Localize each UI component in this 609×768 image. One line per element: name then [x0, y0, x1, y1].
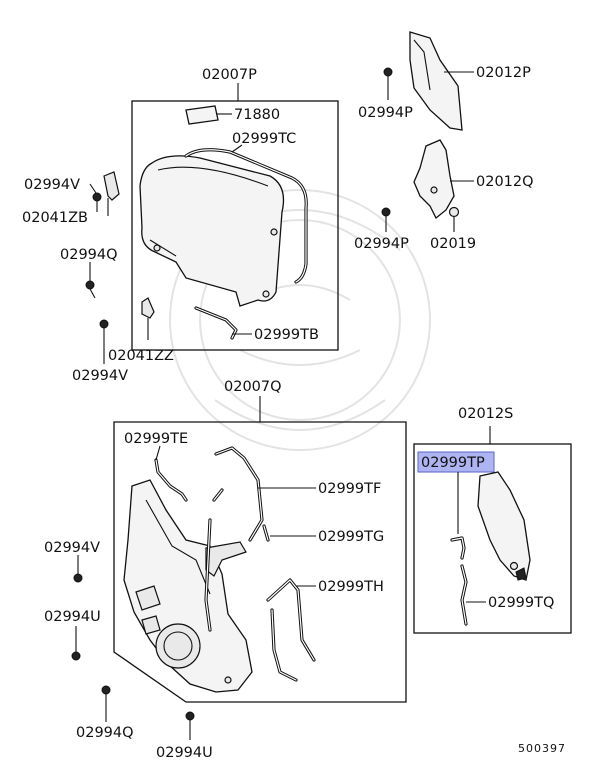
plate-clip	[515, 567, 527, 581]
label-02041ZZ[interactable]: 02041ZZ	[108, 348, 174, 364]
label-02994U-b[interactable]: 02994U	[156, 745, 213, 761]
label-02007Q[interactable]: 02007Q	[224, 379, 282, 395]
part-02012P-bracket[interactable]	[409, 31, 463, 131]
part-02994V-bolt-left[interactable]	[73, 566, 83, 583]
leader-02999TC	[231, 144, 243, 153]
label-02999TG[interactable]: 02999TG	[318, 529, 384, 545]
label-02999TF[interactable]: 02999TF	[318, 481, 381, 497]
part-02994V-bolt-lower[interactable]	[99, 319, 109, 338]
label-02019[interactable]: 02019	[430, 236, 476, 252]
label-02012S[interactable]: 02012S	[458, 406, 513, 422]
cover-bolt-hole-3	[262, 290, 270, 298]
label-02999TP[interactable]: 02999TP	[421, 455, 485, 471]
seal-inner-TQ	[461, 565, 467, 625]
label-02994P-b[interactable]: 02994P	[354, 236, 409, 252]
cover-crank-inner	[163, 631, 193, 661]
part-02012S-plate[interactable]	[477, 471, 531, 581]
plate-hole	[509, 561, 519, 571]
part-02999TB-seal[interactable]	[194, 306, 238, 340]
label-02999TC[interactable]: 02999TC	[232, 131, 296, 147]
part-02019-washer[interactable]	[448, 206, 460, 218]
part-02994Q-bolt-lower[interactable]	[101, 685, 111, 708]
highlight-02999TP	[417, 451, 495, 473]
label-02994Q-b[interactable]: 02994Q	[76, 725, 134, 741]
label-02994V-a[interactable]: 02994V	[24, 177, 80, 193]
part-lower-timing-cover[interactable]	[123, 479, 253, 693]
part-02994P-bolt-upper[interactable]	[383, 67, 393, 88]
cover-inner-rim	[149, 166, 269, 257]
seal-inner-TF	[205, 447, 263, 631]
label-02999TB[interactable]: 02999TB	[254, 327, 319, 343]
part-02994U-bolt-lower[interactable]	[185, 711, 195, 730]
seal-inner-TG	[263, 525, 269, 541]
bracket-Q-hole	[430, 186, 438, 194]
label-02999TH[interactable]: 02999TH	[318, 579, 384, 595]
cover-bolt-hole-4	[224, 676, 232, 684]
diagram-number: 500397	[518, 742, 566, 755]
part-02994V-bolt-upper[interactable]	[92, 192, 102, 212]
cover-crank-opening	[155, 623, 201, 669]
label-02041ZB[interactable]: 02041ZB	[22, 210, 88, 226]
label-02994U-a[interactable]: 02994U	[44, 609, 101, 625]
leader-02999TE	[155, 445, 161, 461]
part-02994Q-bolt-upper[interactable]	[85, 280, 96, 299]
seal-inner-TE	[155, 459, 187, 501]
seal-inner-TH	[267, 579, 315, 681]
seal-inner-TP	[451, 537, 465, 559]
part-02041ZZ-bracket[interactable]	[141, 297, 155, 319]
label-02007P[interactable]: 02007P	[202, 67, 257, 83]
label-02994V-b[interactable]: 02994V	[72, 368, 128, 384]
label-02012P[interactable]: 02012P	[476, 65, 531, 81]
label-02999TE[interactable]: 02999TE	[124, 431, 188, 447]
label-02994P-a[interactable]: 02994P	[358, 105, 413, 121]
label-02994Q-a[interactable]: 02994Q	[60, 247, 118, 263]
cover-rib-2	[141, 615, 161, 635]
part-02994U-bolt-left[interactable]	[71, 642, 81, 661]
label-71880[interactable]: 71880	[234, 107, 280, 123]
label-02994V-c[interactable]: 02994V	[44, 540, 100, 556]
label-02012Q[interactable]: 02012Q	[476, 174, 534, 190]
part-02012Q-bracket[interactable]	[413, 139, 455, 220]
part-upper-timing-cover[interactable]	[139, 155, 285, 307]
watermark-emblem	[169, 189, 431, 451]
group-box-02007P	[131, 100, 339, 351]
cover-bolt-hole-1	[153, 244, 161, 252]
part-02041ZB-bracket[interactable]	[103, 171, 120, 201]
bracket-P-edge	[413, 39, 431, 91]
part-inner-housing[interactable]	[205, 541, 247, 577]
group-box-02007Q	[113, 421, 407, 703]
part-71880-plate[interactable]	[185, 105, 219, 125]
part-02999TH-seal[interactable]	[266, 578, 316, 682]
cover-bolt-hole-2	[270, 228, 278, 236]
cover-inner-rim-lower	[145, 499, 211, 595]
group-box-02012S	[413, 443, 572, 634]
label-02999TQ[interactable]: 02999TQ	[488, 595, 554, 611]
leader-02994V-a	[89, 183, 97, 194]
cover-rib-1	[135, 585, 161, 611]
part-02994P-bolt-lower[interactable]	[381, 207, 391, 226]
seal-inner-TC	[185, 149, 307, 283]
